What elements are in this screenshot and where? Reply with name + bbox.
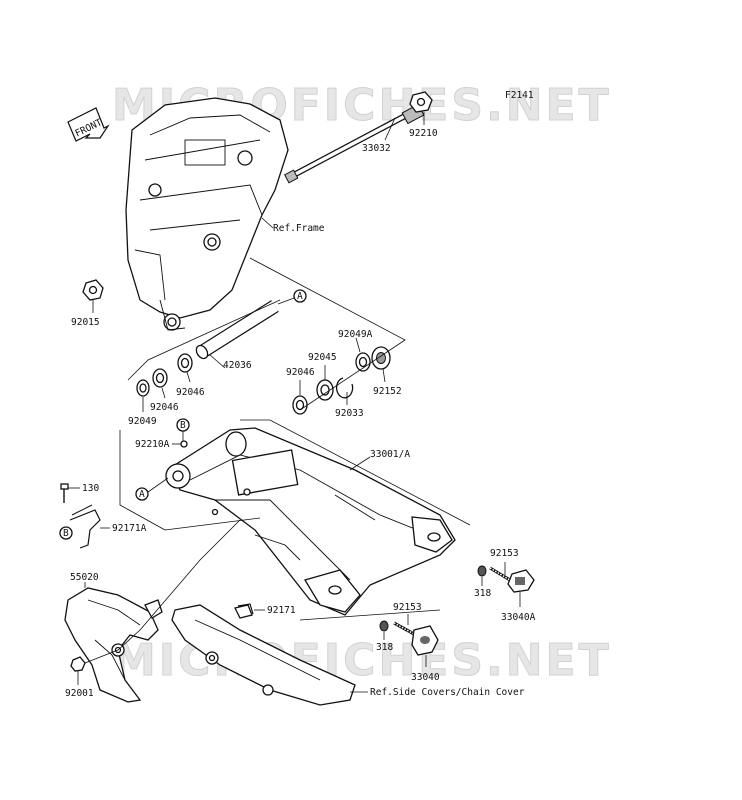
callout-b-top-label: B [180, 420, 186, 431]
part-92210: 92210 [409, 128, 438, 139]
watermark-bottom: MICROFICHES.NET [112, 635, 612, 686]
part-92171A: 92171A [112, 523, 147, 534]
cap-92152-icon [371, 346, 391, 370]
callout-a-bottom [135, 487, 149, 501]
frame-assembly [125, 97, 289, 331]
ref-covers-label: Ref.Side Covers/Chain Cover [370, 687, 525, 698]
chain-guard-55020 [64, 587, 163, 703]
grease-nipple-icon [180, 440, 188, 448]
nut-92210-icon [409, 91, 433, 113]
part-92046-left: 92046 [150, 402, 179, 413]
bearing-92046-right-icon [292, 395, 308, 415]
bolt-130-icon [60, 483, 69, 503]
part-55020: 55020 [70, 572, 99, 583]
part-92049: 92049 [128, 416, 157, 427]
part-318-mid: 318 [376, 642, 393, 653]
clip-92171A-icon [69, 504, 101, 549]
bearing-92046-left-icon [152, 368, 168, 388]
ref-frame-label: Ref.Frame [273, 223, 325, 234]
nut-92015-icon [82, 279, 104, 301]
figure-code: F2141 [505, 90, 534, 101]
part-33001A: 33001/A [370, 449, 410, 460]
part-92153-right: 92153 [490, 548, 519, 559]
callout-b-bottom-label: B [63, 528, 69, 539]
part-33040: 33040 [411, 672, 440, 683]
chain-cover-ref [171, 604, 356, 706]
part-92045: 92045 [308, 352, 337, 363]
seal-92049-icon [136, 379, 150, 397]
part-92153-mid: 92153 [393, 602, 422, 613]
pivot-shaft [284, 103, 425, 184]
callout-a-top [293, 289, 307, 303]
part-92001: 92001 [65, 688, 94, 699]
swingarm-33001 [165, 427, 456, 616]
part-92046-right: 92046 [286, 367, 315, 378]
nut-318-right-icon [477, 565, 487, 577]
callout-b-bottom [59, 526, 73, 540]
part-92210A: 92210A [135, 439, 170, 450]
part-42036: 42036 [223, 360, 252, 371]
nut-92001-icon [70, 656, 86, 672]
part-92033: 92033 [335, 408, 364, 419]
seal-92049A-icon [355, 352, 371, 372]
part-92015: 92015 [71, 317, 100, 328]
adjuster-33040-icon [411, 625, 439, 656]
sleeve-42036 [195, 300, 279, 360]
adjuster-33040A-icon [507, 569, 535, 593]
part-92049A: 92049A [338, 329, 373, 340]
clip-92171-icon [237, 603, 254, 615]
bolt-92153-right-icon [489, 566, 511, 582]
circlip-92033-icon [335, 377, 354, 399]
part-318-right: 318 [474, 588, 491, 599]
bolt-92153-mid-icon [393, 621, 415, 636]
callout-a-top-label: A [297, 291, 303, 302]
nut-318-mid-icon [379, 620, 389, 632]
part-33040A: 33040A [501, 612, 536, 623]
part-92152: 92152 [373, 386, 402, 397]
part-130: 130 [82, 483, 99, 494]
bearing-92046-mid-icon [177, 353, 193, 373]
part-33032: 33032 [362, 143, 391, 154]
part-92046-mid: 92046 [176, 387, 205, 398]
front-arrow-icon: FRONT [67, 107, 110, 142]
callout-a-bottom-label: A [139, 489, 145, 500]
bearing-92045-icon [316, 379, 334, 401]
part-92171: 92171 [267, 605, 296, 616]
